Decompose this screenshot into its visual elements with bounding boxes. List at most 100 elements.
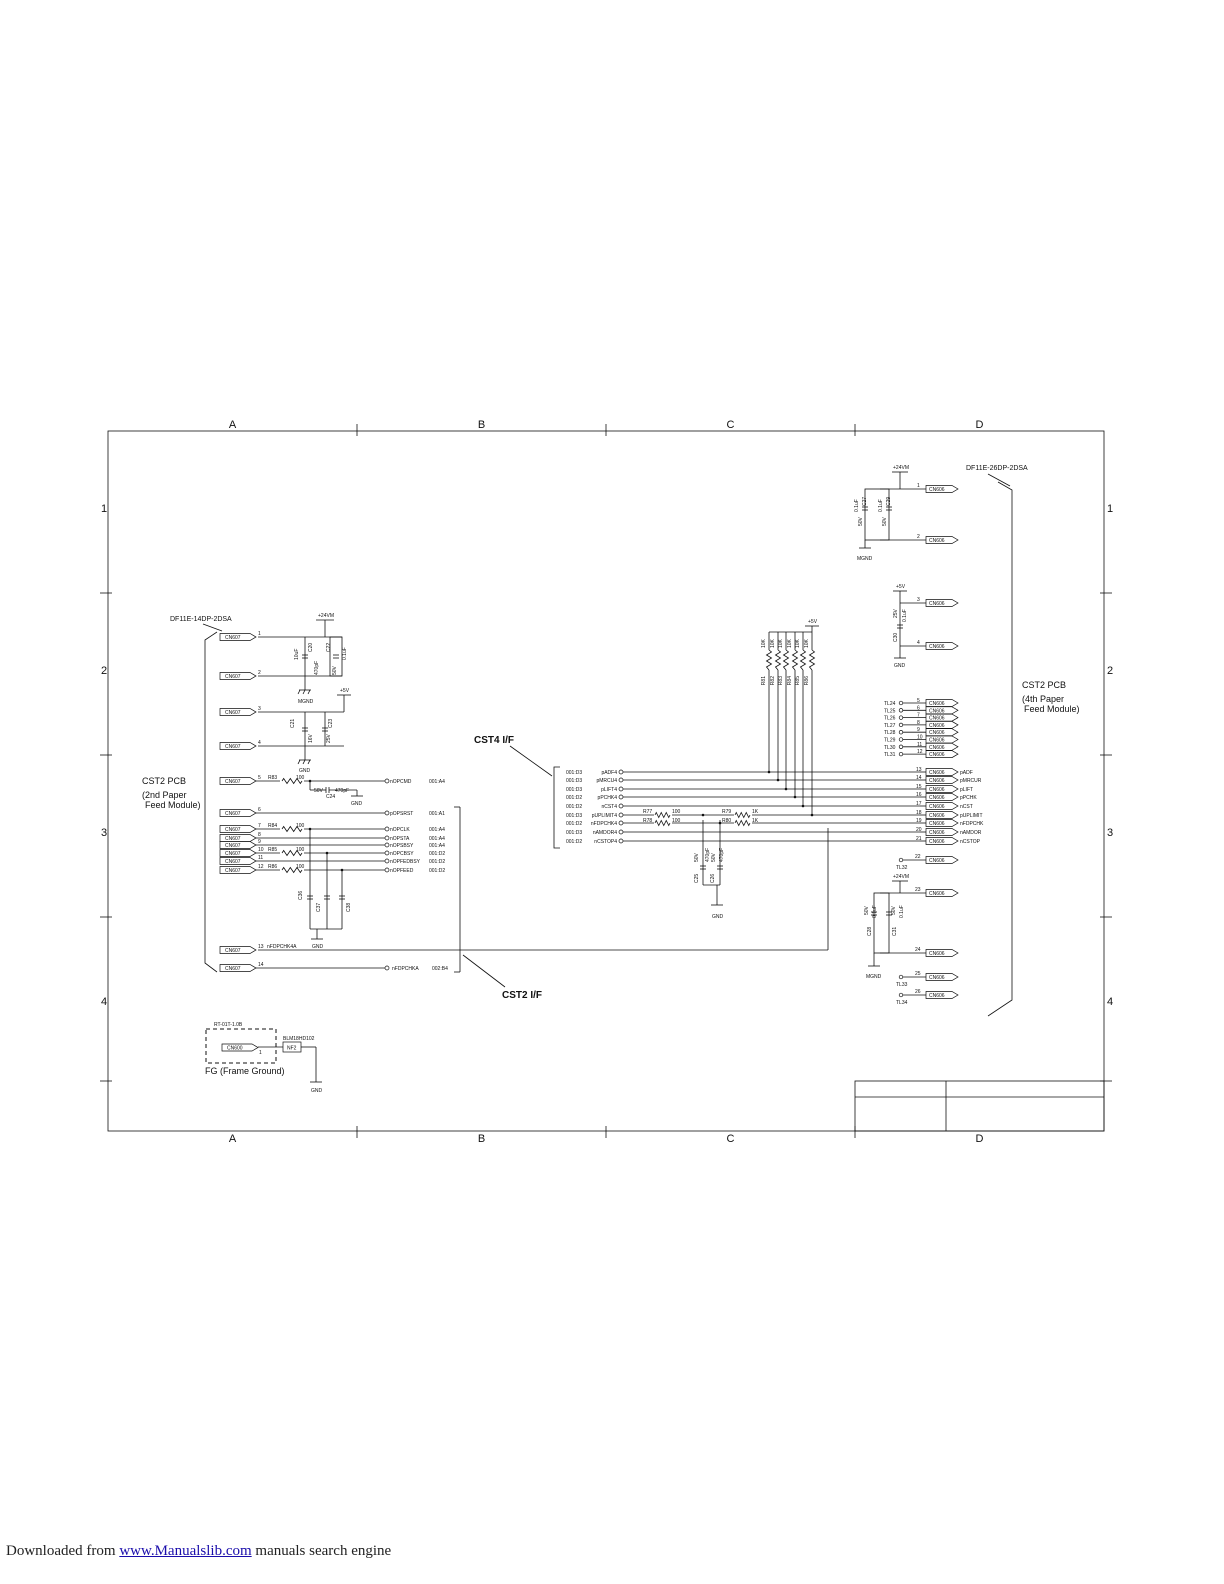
left-pin-number: 6 <box>258 807 261 813</box>
right-pin-number: 21 <box>916 836 922 842</box>
bus-signal-ref: 001:D3 <box>566 778 582 784</box>
pullup-R84 <box>791 649 799 671</box>
fg-connector: CN600 <box>221 1043 259 1052</box>
bus-signal-name: nAMDOR4 <box>593 830 617 836</box>
left-connector-pin-8: CN607 <box>219 834 257 842</box>
right-signal-name: pLIFT <box>960 787 973 793</box>
cst2-label: CST2 I/F <box>502 990 542 1001</box>
grid-row-label-right: 3 <box>1107 827 1113 839</box>
right-connector-pin-19: CN606 <box>925 819 959 827</box>
left-net-port <box>384 858 390 864</box>
cap-c26-label: C26 <box>710 874 716 883</box>
left-signal-ref: 001:A4 <box>429 836 445 842</box>
right-pin-number: 5 <box>917 698 920 704</box>
left-connector-pin-9: CN607 <box>219 841 257 849</box>
left-net-port <box>384 965 390 971</box>
bus-signal-name: pADF4 <box>601 770 617 776</box>
bus-net-port <box>618 769 624 775</box>
right-signal-name: pMRCUR <box>960 778 982 784</box>
connector-label: CN606 <box>929 830 945 836</box>
connector-label: CN607 <box>225 779 241 785</box>
bus-signal-name: pMRCU4 <box>596 778 617 784</box>
left-connector-pin-13: CN607 <box>219 946 257 954</box>
left-signal-name: nOPSBSY <box>390 843 414 849</box>
left-24vm-label: +24VM <box>318 613 334 619</box>
right-mgnd-top: MGND <box>857 556 873 562</box>
cap-c29-value: 0.1uF <box>878 499 884 512</box>
cap-c24-volt: 50V <box>314 788 324 794</box>
grid-col-label-bottom: D <box>976 1133 984 1145</box>
cap-bank <box>307 829 345 940</box>
left-connector-pin-3: CN607 <box>219 708 257 716</box>
bus-net-port <box>618 777 624 783</box>
r77-value: 100 <box>672 809 681 815</box>
right-signal-name: nAMDOR <box>960 830 982 836</box>
cap-c26-volt: 50V <box>711 852 717 862</box>
cap-value-01uf: 0.1uF <box>342 647 348 660</box>
cap-c28-label: C28 <box>867 927 873 936</box>
cap-c29-volt: 50V <box>882 516 888 526</box>
left-signal-ref: 001:A4 <box>429 827 445 833</box>
bus-net-port <box>618 820 624 826</box>
cap-c31-label: C31 <box>892 927 898 936</box>
right-connector-pin-4: CN606 <box>925 642 959 650</box>
right-5v-label: +5V <box>896 584 906 590</box>
connector-label: CN606 <box>929 716 945 722</box>
right-pcb-sub-2: Feed Module) <box>1024 704 1080 714</box>
r77-label: R77 <box>643 809 652 815</box>
grid-row-label-right: 2 <box>1107 665 1113 677</box>
bus-net-port <box>618 829 624 835</box>
fg-gnd-label: GND <box>311 1088 323 1094</box>
fg-part: RT-01T-1.0B <box>214 1022 243 1028</box>
test-point <box>898 715 904 720</box>
connector-label: CN607 <box>225 843 241 849</box>
left-resistor-label: R84 <box>268 823 277 829</box>
grid-row-label-left: 1 <box>101 503 107 515</box>
right-pin-number: 9 <box>917 727 920 733</box>
cap-c28-value: 0.1uF <box>872 905 878 918</box>
connector-label: CN606 <box>929 787 945 793</box>
bus-signal-ref: 001:D3 <box>566 830 582 836</box>
left-net-port <box>384 850 390 856</box>
left-resistor-label: R86 <box>268 864 277 870</box>
pullup-value: 10K <box>770 638 776 648</box>
left-resistor-R83 <box>281 777 303 785</box>
connector-label: CN607 <box>225 948 241 954</box>
footer: Downloaded from www.Manualslib.com manua… <box>6 1543 391 1560</box>
footer-prefix: Downloaded from <box>6 1543 116 1559</box>
left-signal-name: nOPFEED <box>390 868 414 874</box>
left-pin-list: CN6071CN6072CN6073CN6074CN6075CN6076CN60… <box>219 631 264 972</box>
right-connector-type: DF11E-26DP-2DSA <box>966 465 1028 472</box>
right-tl-label: TL26 <box>884 716 896 722</box>
left-signal-name: nFDPCHK4A <box>267 944 297 950</box>
cap-c25-value: 470pF <box>705 848 711 862</box>
series-r78 <box>654 819 671 827</box>
right-tl-label: TL25 <box>884 708 896 714</box>
right-tl-label: TL28 <box>884 730 896 736</box>
left-net-port <box>384 810 390 816</box>
left-connector-pin-10: CN607 <box>219 849 257 857</box>
right-pin-number: 18 <box>916 810 922 816</box>
pullup-value: 10K <box>787 638 793 648</box>
right-connector-pin-23: CN606 <box>925 889 959 897</box>
right-connector-pin-26: CN606 <box>925 991 959 999</box>
connector-label: CN607 <box>225 868 241 874</box>
fg-filter-ref: NF2 <box>287 1046 297 1052</box>
left-pin-number: 9 <box>258 839 261 845</box>
connector-label: CN606 <box>929 538 945 544</box>
right-pin-number: 3 <box>917 597 920 603</box>
title-block <box>854 1080 1105 1132</box>
test-point <box>898 722 904 728</box>
cap-c38-label: C38 <box>346 903 352 912</box>
connector-label: CN606 <box>929 601 945 607</box>
junction-dot <box>767 770 771 774</box>
right-pin-number: 17 <box>916 801 922 807</box>
left-connector-pin-5: CN607 <box>219 777 257 785</box>
left-pin-number: 3 <box>258 706 261 712</box>
grid-col-label-bottom: B <box>478 1133 485 1145</box>
footer-link[interactable]: www.Manualslib.com <box>119 1543 252 1559</box>
right-pin-number: 7 <box>917 713 920 719</box>
right-pin-number: 10 <box>917 735 923 741</box>
